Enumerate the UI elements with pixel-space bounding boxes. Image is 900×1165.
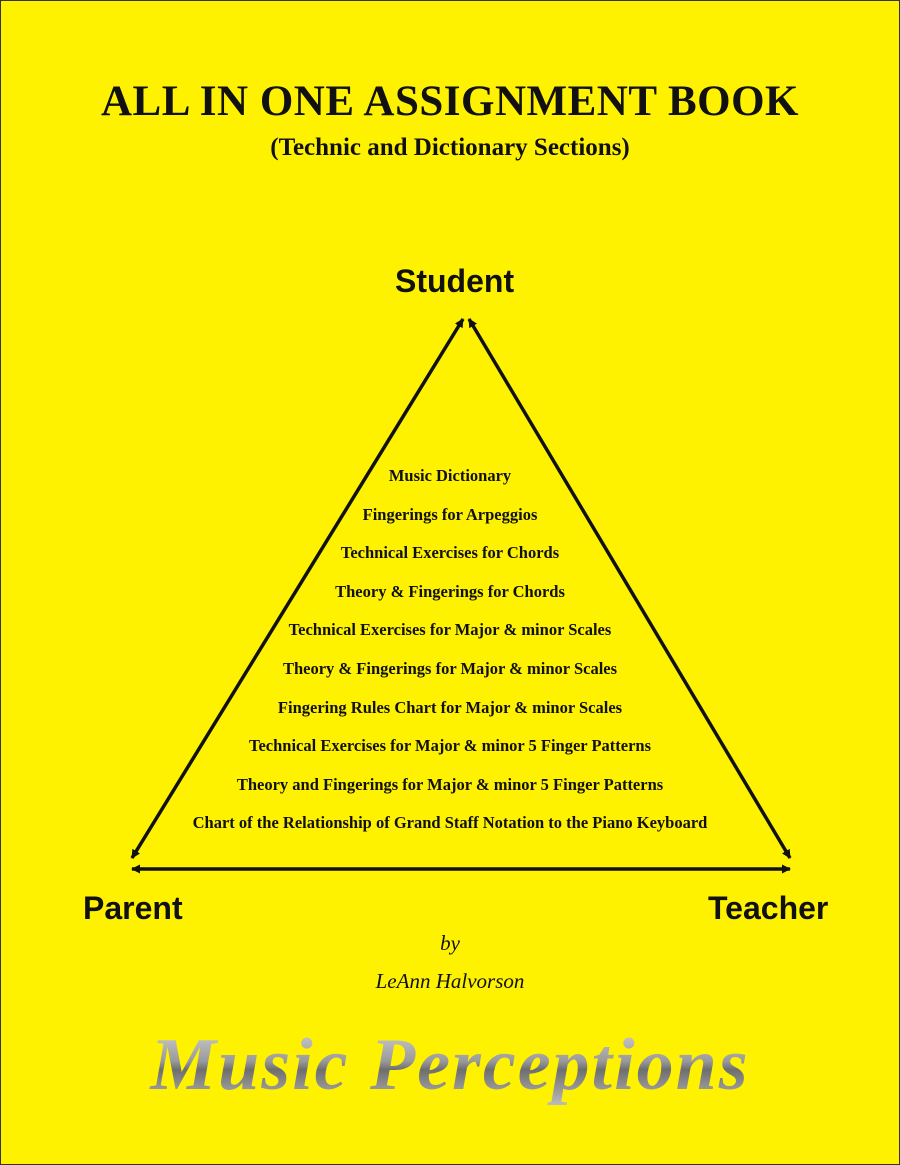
author-name: LeAnn Halvorson <box>375 969 525 993</box>
arrow-student-teacher <box>467 318 792 859</box>
contents-item: Theory & Fingerings for Major & minor Sc… <box>282 658 618 678</box>
book-title: ALL IN ONE ASSIGNMENT BOOK <box>101 78 799 125</box>
contents-item: Fingerings for Arpeggios <box>362 504 538 524</box>
contents-item: Fingering Rules Chart for Major & minor … <box>277 697 623 717</box>
contents-item: Theory and Fingerings for Major & minor … <box>236 774 664 794</box>
triangle-label-teacher: Teacher <box>708 890 829 926</box>
byline-by: by <box>440 931 460 955</box>
contents-item: Theory & Fingerings for Chords <box>335 581 565 601</box>
publisher-logo: Music Perceptions <box>1 1023 899 1108</box>
arrow-student-parent <box>130 318 465 859</box>
triangle-label-student: Student <box>395 263 515 299</box>
contents-item: Technical Exercises for Chords <box>340 543 560 563</box>
contents-item: Technical Exercises for Major & minor Sc… <box>288 620 612 640</box>
book-subtitle: (Technic and Dictionary Sections) <box>270 134 630 161</box>
contents-item: Technical Exercises for Major & minor 5 … <box>248 736 652 756</box>
contents-item: Chart of the Relationship of Grand Staff… <box>192 813 708 833</box>
contents-list: Music Dictionary Fingerings for Arpeggio… <box>1 463 899 849</box>
contents-item: Music Dictionary <box>388 466 512 485</box>
triangle-label-parent: Parent <box>83 890 183 926</box>
